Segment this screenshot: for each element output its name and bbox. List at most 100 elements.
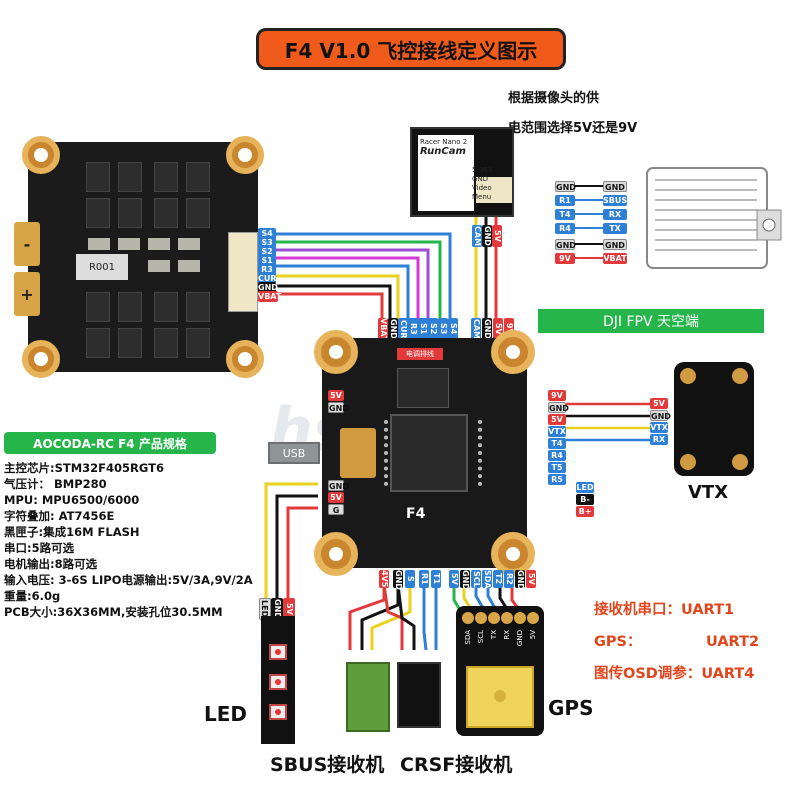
spec-item: 重量:6.0g	[4, 589, 61, 603]
led-tag-led: LED	[259, 598, 271, 620]
fc-left-tag-gnd: GND	[328, 402, 349, 413]
shunt-resistor: R001	[76, 254, 128, 280]
fc-bottom-tag-sda: SDA	[482, 570, 492, 589]
mosfet	[118, 162, 142, 192]
vtx-label: VTX	[688, 482, 729, 503]
vtx-wires	[566, 402, 650, 442]
wire-vbat	[275, 292, 384, 320]
vtx-module	[674, 362, 754, 476]
fc-bottom-tag-5v2: 5V	[526, 570, 536, 588]
mount-hole	[491, 532, 535, 576]
uart-gps: GPS：UART2	[594, 634, 760, 650]
dji-tag-left-0: GND	[555, 181, 576, 192]
led-label: LED	[204, 702, 248, 726]
spec-item: 电机输出:8路可选	[4, 557, 98, 571]
mcu-chip	[384, 414, 482, 492]
mosfet	[186, 292, 210, 322]
fc-top-tag-s2: S2	[428, 318, 438, 340]
fc-left-tag-g: G	[328, 504, 344, 515]
page-title: F4 V1.0 飞控接线定义图示	[256, 28, 566, 70]
fc-right-tag-bminus: B-	[576, 494, 594, 505]
spec-item: 串口:5路可选	[4, 541, 75, 555]
dji-tag-left-2: T4	[555, 209, 575, 220]
esc-fc-wires	[275, 232, 452, 320]
camera-face: Racer Nano 2 RunCam	[418, 135, 474, 211]
dji-tag-right-3: TX	[603, 223, 627, 234]
usb-label: USB	[268, 442, 320, 464]
uart-osd: 图传OSD调参：UART4	[594, 666, 755, 682]
mount-hole	[314, 532, 358, 576]
crsf-wires	[382, 584, 438, 651]
fc-label: F4	[406, 506, 426, 522]
mosfet	[154, 162, 178, 192]
dji-tag-left-5: 9V	[555, 253, 575, 264]
dji-air-unit	[646, 167, 782, 269]
fc-bottom-tag-5v: 5V	[449, 570, 459, 588]
mosfet	[86, 198, 110, 228]
mount-hole	[226, 340, 264, 378]
gps-pad	[514, 612, 526, 624]
crsf-receiver	[397, 662, 441, 728]
mount-hole	[314, 330, 358, 374]
fc-bottom-tag-scl: SCL	[471, 570, 481, 588]
spec-item: 黑匣子:集成16M FLASH	[4, 525, 140, 539]
gps-antenna	[466, 666, 534, 728]
fc-top-tag-vbat: VBAT	[378, 318, 388, 342]
fc-right-tag-t5: T5	[548, 462, 566, 473]
dji-tag-right-0: GND	[603, 181, 627, 192]
spec-title: AOCODA-RC F4 产品规格	[4, 432, 216, 454]
capacitor	[178, 238, 200, 250]
fc-left-tag-gnd2: GND	[328, 480, 349, 491]
wire-cur	[275, 274, 400, 320]
wire-gnd	[275, 284, 392, 320]
fc-top-tag-cur: CUR	[398, 318, 408, 340]
dji-tag-left-4: GND	[555, 239, 576, 250]
mosfet	[186, 162, 210, 192]
mount-hole	[22, 340, 60, 378]
uart-receiver: 接收机串口：UART1	[594, 602, 735, 618]
gps-pin-5v: 5V	[529, 630, 537, 640]
fc-top-tag-s4: S4	[448, 318, 458, 340]
cam-tag-cam: CAM	[472, 225, 482, 247]
usb-port[interactable]	[340, 428, 376, 478]
fc-bottom-tag-gnd2: GND	[460, 570, 470, 590]
mount-hole	[226, 136, 264, 174]
mosfet	[86, 162, 110, 192]
led-diode	[269, 704, 287, 720]
mount-hole	[732, 454, 748, 470]
mosfet	[118, 292, 142, 322]
gps-pin-sda: SDA	[464, 630, 472, 645]
sbus-label: SBUS接收机	[270, 754, 385, 776]
gps-pin-gnd: GND	[516, 630, 524, 647]
gps-label: GPS	[548, 696, 594, 720]
gps-module: SDA SCL TX RX GND 5V	[456, 606, 544, 736]
mount-hole	[680, 454, 696, 470]
spec-list: 主控芯片:STM32F405RGT6 气压计： BMP280 MPU: MPU6…	[4, 460, 253, 620]
spec-item: MPU: MPU6500/6000	[4, 493, 140, 507]
fc-right-tag-r5: R5	[548, 474, 566, 485]
fc-bottom-tag-4v5: 4V5	[379, 570, 389, 588]
gps-pad	[488, 612, 500, 624]
mosfet	[154, 328, 178, 358]
led-diode	[269, 674, 287, 690]
esc-tag-vbat: VBAT	[258, 291, 282, 302]
camera-pin-labels: 5-36V GND Video Menu	[472, 166, 493, 201]
vtx-tag-rx: RX	[650, 434, 668, 445]
esc-tag-gnd: GND	[258, 282, 278, 293]
fc-right-tag-5v: 5V	[548, 414, 566, 425]
wire-r3	[275, 264, 410, 320]
fc-top-tag-9v: 9V	[504, 318, 514, 340]
dji-tag-right-1: SBUS	[603, 195, 628, 206]
wire-s3	[275, 240, 442, 320]
dji-fpv-label: DJI FPV 天空端	[538, 309, 764, 333]
fc-right-tag-vtx: VTX	[548, 426, 566, 437]
fc-top-tag-cam: CAM	[471, 318, 481, 340]
mount-hole	[732, 368, 748, 384]
esc-tag-s3: S3	[258, 237, 276, 248]
battery-plus-pad: +	[14, 272, 40, 316]
fc-right-tag-gnd: GND	[548, 402, 569, 413]
led-diode	[269, 644, 287, 660]
vtx-tag-vtx: VTX	[650, 422, 668, 433]
crsf-label: CRSF接收机	[400, 754, 513, 776]
mosfet	[118, 328, 142, 358]
